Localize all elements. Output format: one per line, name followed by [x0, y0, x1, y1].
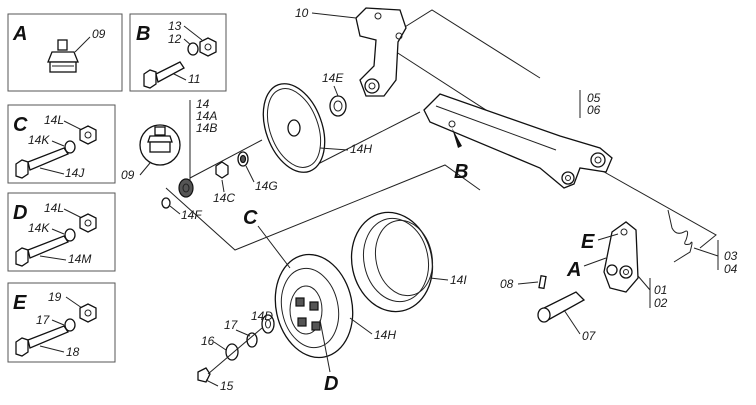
label-14g: 14G — [255, 179, 278, 193]
spacer-14e — [329, 95, 347, 117]
washer-icon — [187, 42, 199, 56]
inset-c-label-14j: 14J — [65, 166, 85, 180]
nut-icon — [79, 213, 97, 233]
assembly-leader-lines — [165, 9, 717, 251]
bracket-letter-a: A — [566, 259, 581, 281]
arrow-b-icon — [452, 128, 462, 148]
inset-c-label-14k: 14K — [28, 133, 50, 147]
inset-d-label-14m: 14M — [68, 252, 91, 266]
inset-b-letter: B — [136, 23, 150, 45]
nut-14c — [215, 161, 229, 179]
label-16: 16 — [201, 334, 215, 348]
top-bracket — [329, 7, 407, 117]
label-14e: 14E — [322, 71, 344, 85]
inset-e-label-18: 18 — [66, 345, 80, 359]
washer-icon — [64, 318, 76, 332]
label-01: 01 — [654, 283, 667, 297]
side-bracket — [603, 221, 639, 293]
label-05: 05 — [587, 91, 601, 105]
label-14: 14 — [196, 97, 210, 111]
label-08: 08 — [500, 277, 514, 291]
inset-a-label-09: 09 — [92, 27, 106, 41]
torsion-spring — [667, 209, 693, 263]
nut-icon — [199, 37, 217, 57]
inset-a-letter: A — [12, 23, 27, 45]
label-06: 06 — [587, 103, 601, 117]
label-14a: 14A — [196, 109, 217, 123]
wheel-bolt-stack — [197, 314, 275, 383]
inset-b-label-11: 11 — [188, 72, 200, 86]
label-10: 10 — [295, 6, 309, 20]
washer-14d — [261, 314, 275, 334]
label-14f: 14F — [181, 208, 202, 222]
tire-ring — [350, 211, 434, 313]
label-03: 03 — [724, 249, 738, 263]
wheel-disc — [274, 253, 354, 359]
nut-icon — [79, 303, 97, 323]
roll-pin-08 — [538, 274, 547, 290]
label-14i: 14I — [450, 273, 467, 287]
inset-e-label-17: 17 — [36, 313, 51, 327]
inset-e: E 19 17 18 — [7, 282, 116, 363]
inset-e-letter: E — [13, 292, 27, 314]
inset-b-label-13: 13 — [168, 19, 182, 33]
inset-d-label-14l: 14L — [44, 201, 64, 215]
wheel-letter-d: D — [324, 373, 338, 395]
bolt-icon — [15, 325, 69, 357]
grease-fitting-detail — [139, 124, 181, 166]
bracket-letter-e: E — [581, 231, 595, 253]
bolt-icon — [15, 235, 69, 267]
label-14c: 14C — [213, 191, 235, 205]
inset-d-letter: D — [13, 202, 27, 224]
upper-disc-plate — [262, 83, 326, 173]
inset-b: B 13 12 11 — [129, 13, 227, 92]
inset-b-label-12: 12 — [168, 32, 182, 46]
clevis-pin-07 — [537, 291, 586, 323]
hub-assembly — [161, 151, 249, 209]
label-14h-bottom: 14H — [374, 328, 396, 342]
inset-c-letter: C — [13, 114, 28, 136]
washer-icon — [64, 140, 76, 154]
label-14d: 14D — [251, 309, 273, 323]
bolt-icon — [15, 147, 69, 179]
inset-c-label-14l: 14L — [44, 113, 64, 127]
label-14b: 14B — [196, 121, 217, 135]
lift-arm — [423, 93, 613, 189]
washer-14f — [161, 197, 171, 209]
bolt-15-icon — [197, 367, 211, 383]
label-15: 15 — [220, 379, 234, 393]
inset-d: D 14L 14K 14M — [7, 192, 116, 272]
label-17: 17 — [224, 318, 239, 332]
label-07: 07 — [582, 329, 597, 343]
label-04: 04 — [724, 262, 738, 276]
label-09: 09 — [121, 168, 135, 182]
grease-fitting-icon — [47, 39, 79, 73]
nut-icon — [79, 125, 97, 145]
inset-e-label-19: 19 — [48, 290, 62, 304]
inset-c: C 14L 14K 14J — [7, 104, 116, 184]
washer-17 — [246, 332, 258, 348]
inset-a: A 09 — [7, 13, 123, 92]
wheel-letter-c: C — [243, 207, 258, 229]
bolt-icon — [143, 61, 185, 89]
inset-d-label-14k: 14K — [28, 221, 50, 235]
arm-letter-b: B — [454, 161, 468, 183]
washer-icon — [64, 228, 76, 242]
label-02: 02 — [654, 296, 668, 310]
label-14h-top: 14H — [350, 142, 372, 156]
